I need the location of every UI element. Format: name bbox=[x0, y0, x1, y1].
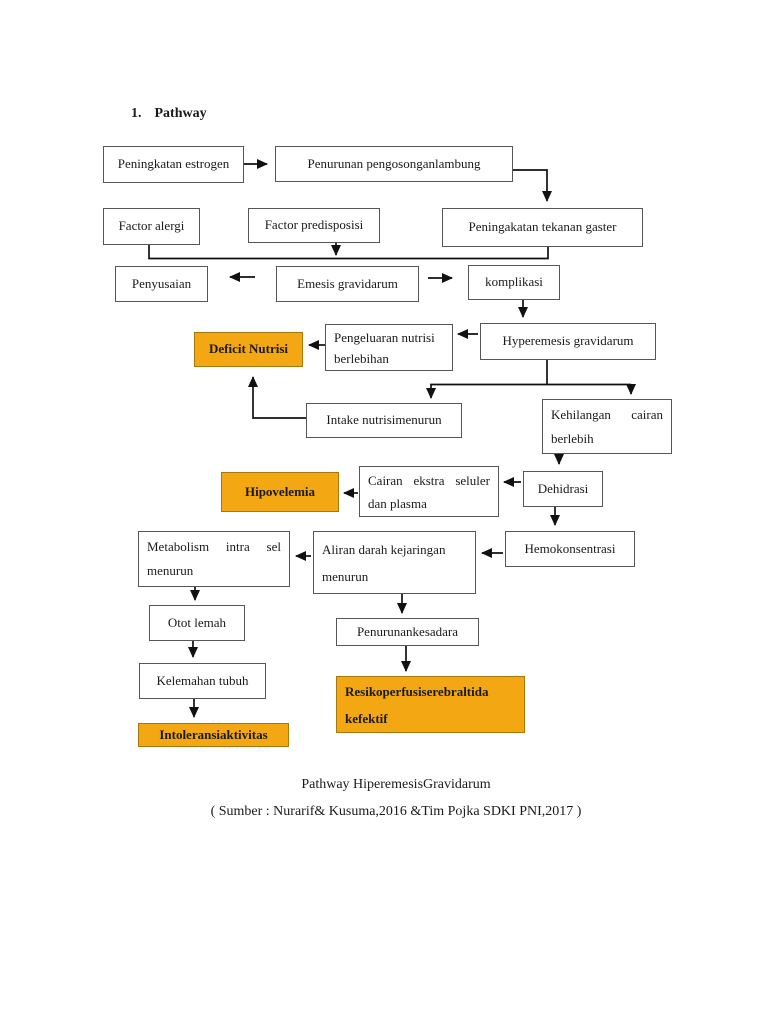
node-factor-predisposisi: Factor predisposisi bbox=[248, 208, 380, 243]
node-line: Kehilangan cairan bbox=[551, 406, 663, 422]
arrow-intake-to-deficit bbox=[248, 376, 306, 419]
node-factor-alergi: Factor alergi bbox=[103, 208, 200, 245]
node-line: dan plasma bbox=[368, 495, 427, 511]
node-peningkatan-estrogen: Peningkatan estrogen bbox=[103, 146, 244, 183]
figure-source: ( Sumber : Nurarif& Kusuma,2016 &Tim Poj… bbox=[210, 804, 582, 819]
node-hemokonsentrasi: Hemokonsentrasi bbox=[505, 531, 635, 567]
node-penyusaian: Penyusaian bbox=[115, 266, 208, 302]
connector-collector-line bbox=[148, 245, 549, 260]
node-otot-lemah: Otot lemah bbox=[149, 605, 245, 641]
node-hipovelemia: Hipovelemia bbox=[221, 472, 339, 512]
node-aliran-darah-kejaringan-menurun: Aliran darah kejaringan menurun bbox=[313, 531, 476, 594]
node-peningakatan-tekanan-gaster: Peningakatan tekanan gaster bbox=[442, 208, 643, 247]
node-line: menurun bbox=[322, 568, 369, 584]
node-hyperemesis-gravidarum: Hyperemesis gravidarum bbox=[480, 323, 656, 360]
node-line: Aliran darah kejaringan bbox=[322, 541, 446, 557]
node-intoleransi-aktivitas: Intoleransiaktivitas bbox=[138, 723, 289, 747]
arrow-branch-to-intake bbox=[426, 383, 631, 399]
node-pengeluaran-nutrisi-berlebihan: Pengeluaran nutrisi berlebihan bbox=[325, 324, 453, 371]
title-text: Pathway bbox=[154, 106, 207, 121]
list-number: 1. bbox=[131, 106, 142, 121]
node-komplikasi: komplikasi bbox=[468, 265, 560, 300]
node-line: Metabolism intra sel bbox=[147, 539, 281, 554]
node-penurunan-kesadaran: Penurunankesadara bbox=[336, 618, 479, 646]
node-line: menurun bbox=[147, 563, 194, 578]
node-line: Cairan ekstra seluler bbox=[368, 472, 490, 488]
node-dehidrasi: Dehidrasi bbox=[523, 471, 603, 507]
page-title: 1. Pathway bbox=[131, 106, 207, 122]
node-metabolism-intra-sel-menurun: Metabolism intra sel menurun bbox=[138, 531, 290, 587]
node-kelemahan-tubuh: Kelemahan tubuh bbox=[139, 663, 266, 699]
node-emesis-gravidarum: Emesis gravidarum bbox=[276, 266, 419, 302]
figure-caption: Pathway HiperemesisGravidarum bbox=[301, 777, 491, 792]
node-line: berlebih bbox=[551, 430, 594, 446]
node-line: kefektif bbox=[345, 710, 388, 726]
node-penurunan-pengosongan-lambung: Penurunan pengosonganlambung bbox=[275, 146, 513, 182]
node-intake-nutrisi-menurun: Intake nutrisimenurun bbox=[306, 403, 462, 438]
node-kehilangan-cairan-berlebih: Kehilangan cairan berlebih bbox=[542, 399, 672, 454]
node-line: Resikoperfusiserebraltida bbox=[345, 683, 489, 699]
node-line: berlebihan bbox=[334, 350, 389, 366]
node-cairan-ekstra-seluler: Cairan ekstra seluler dan plasma bbox=[359, 466, 499, 517]
node-deficit-nutrisi: Deficit Nutrisi bbox=[194, 332, 303, 367]
node-line: Pengeluaran nutrisi bbox=[334, 329, 435, 345]
node-resiko-perfusi-serebral: Resikoperfusiserebraltida kefektif bbox=[336, 676, 525, 733]
arrow-pengosongan-to-gaster bbox=[513, 169, 552, 202]
